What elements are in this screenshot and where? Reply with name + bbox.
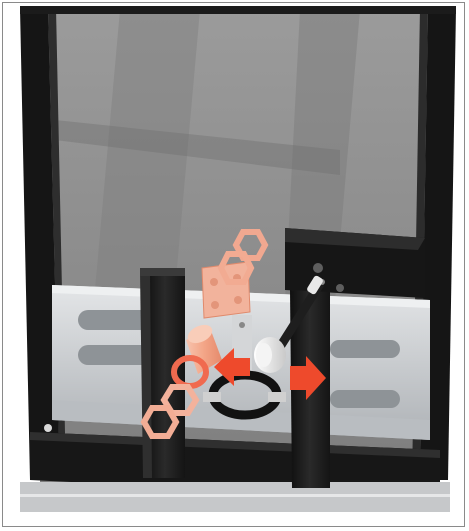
frame-top-bar [20, 6, 456, 14]
clamp-tab-left [203, 392, 221, 402]
rail-slot [330, 390, 400, 408]
copper-plate-hole [210, 278, 218, 286]
copper-plate [202, 262, 250, 318]
white-fitting-face [256, 343, 272, 367]
rail-slot [330, 340, 400, 358]
plate-screw [239, 322, 245, 328]
frame-bolt [44, 424, 52, 432]
copper-plate-hole [211, 301, 219, 309]
floor-strip-line [20, 494, 450, 497]
housing-bolt [313, 263, 323, 273]
copper-plate-hole [234, 296, 242, 304]
bracket-post-left-top [140, 268, 185, 276]
housing-bolt [336, 284, 344, 292]
clamp-tab-right [268, 392, 286, 402]
